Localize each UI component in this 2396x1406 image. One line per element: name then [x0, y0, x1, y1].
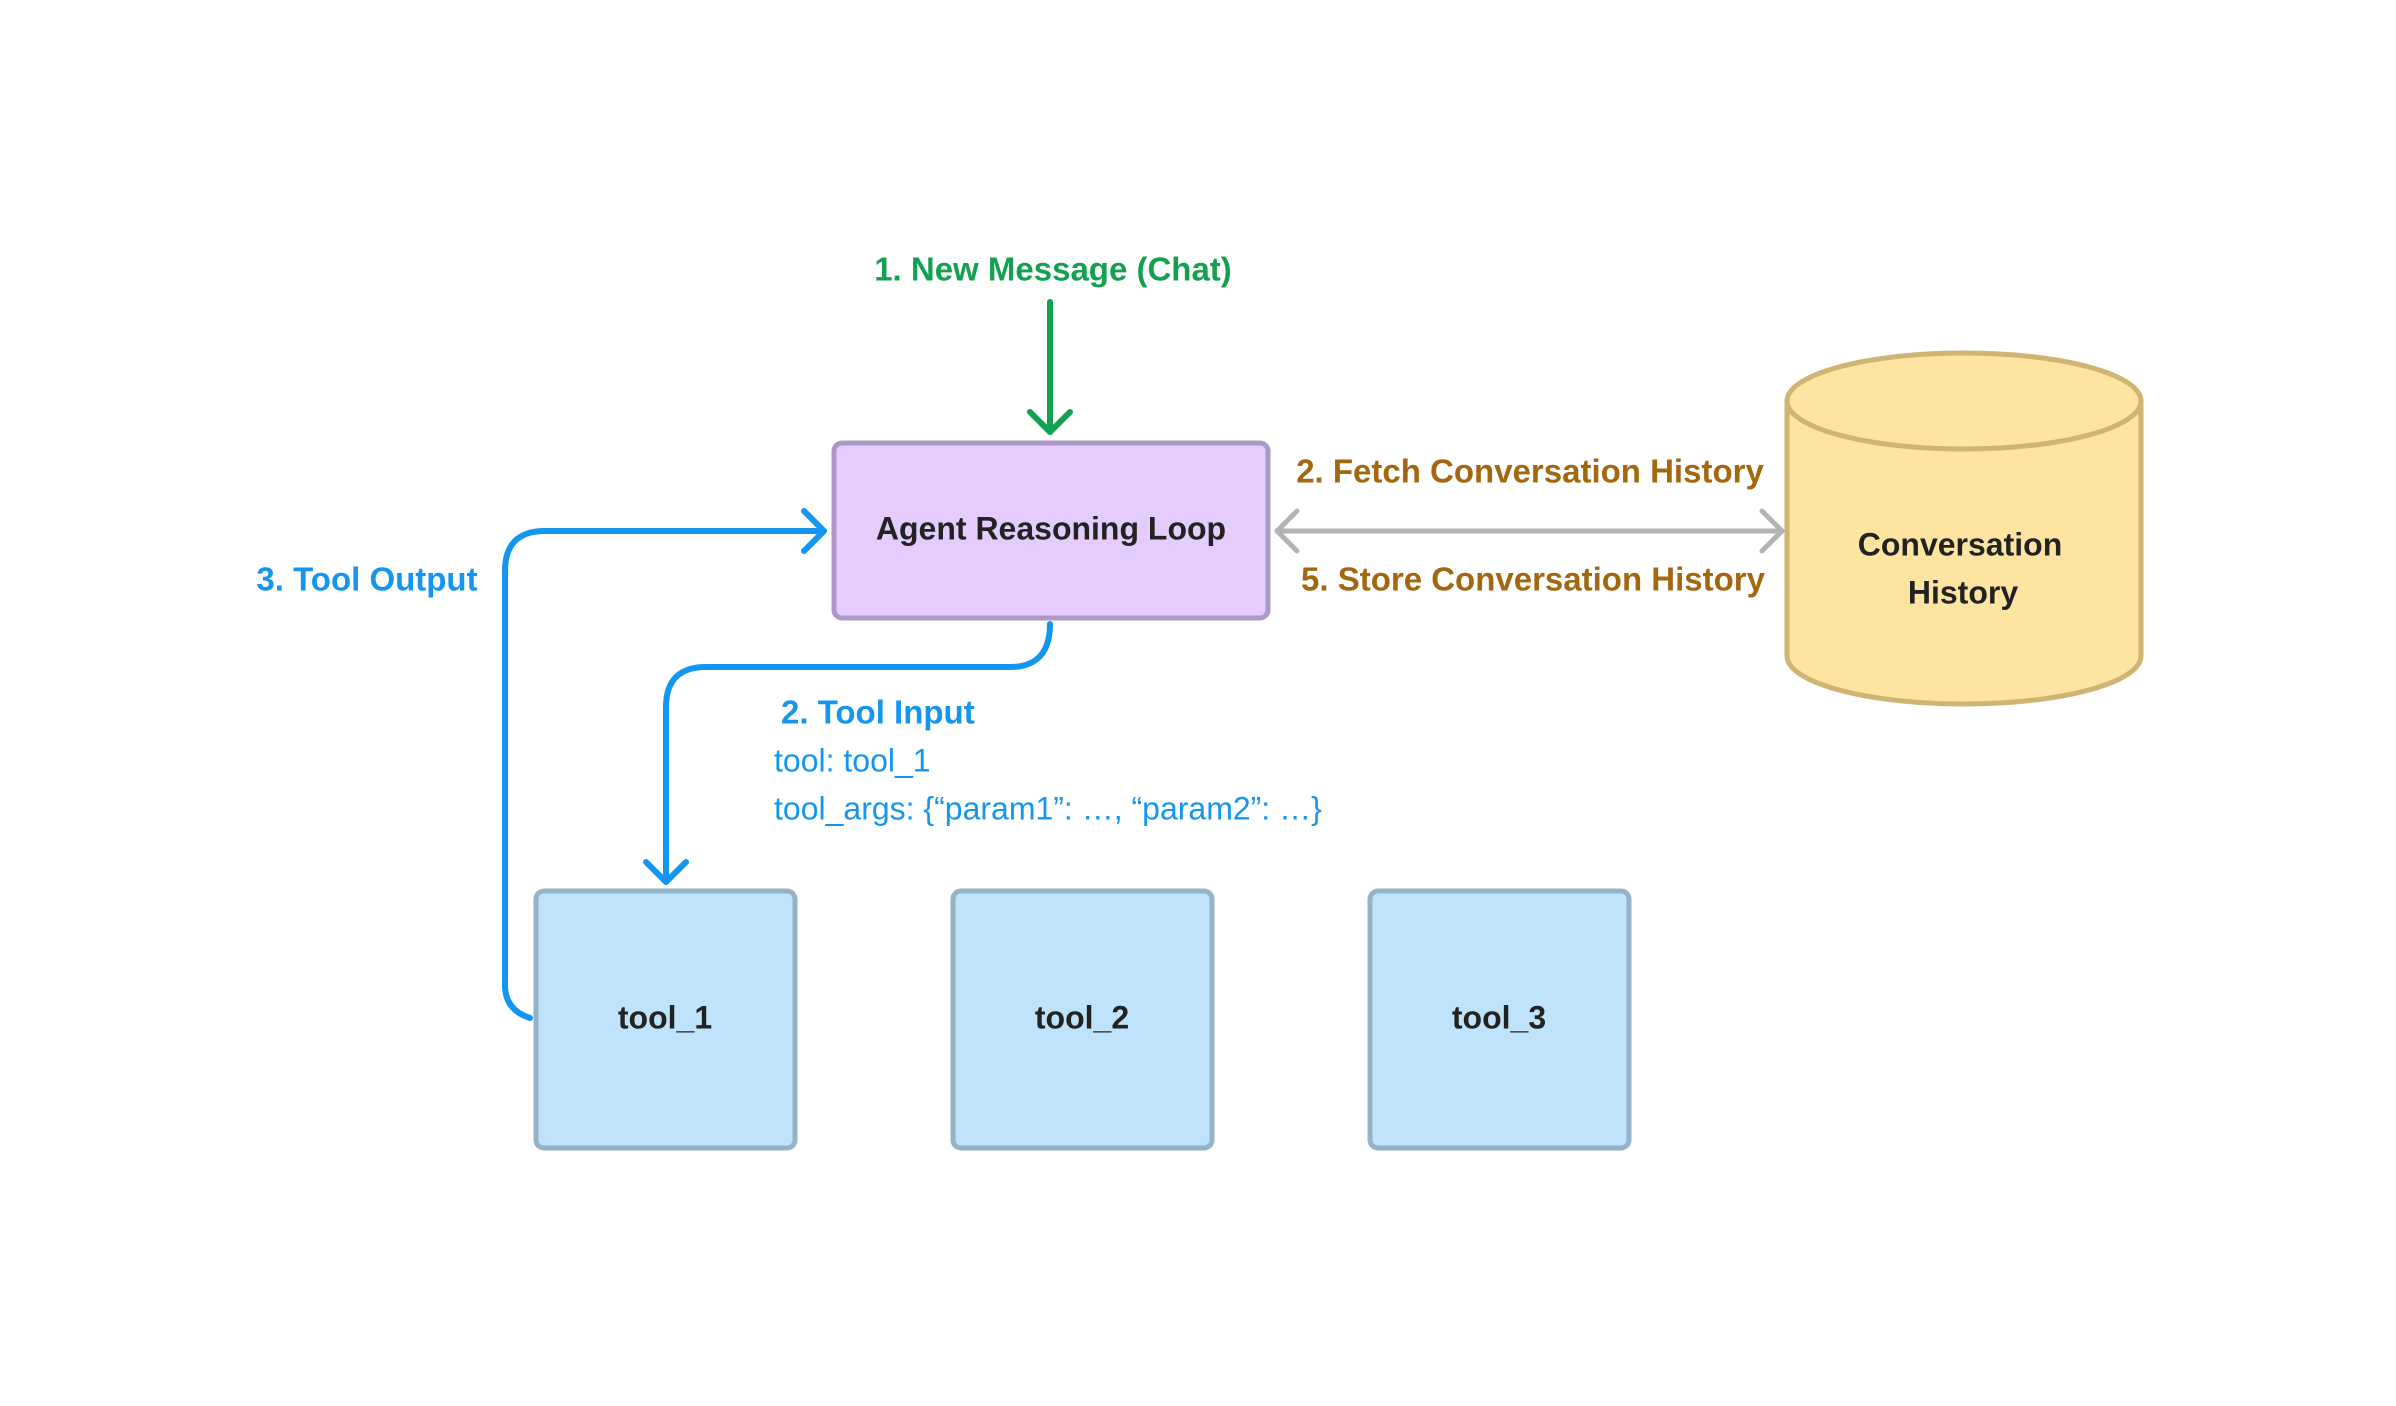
tool-2-label: tool_2 — [1035, 999, 1129, 1035]
tool-input-args-line: tool_args: {“param1”: …, “param2”: …} — [774, 790, 1322, 826]
tool-3-node[interactable]: tool_3 — [1367, 888, 1632, 1151]
tool-1-node[interactable]: tool_1 — [533, 888, 798, 1151]
agent-label: Agent Reasoning Loop — [876, 510, 1226, 546]
conversation-history-database[interactable]: Conversation History — [1784, 350, 2144, 707]
tool-input-arrow — [643, 621, 1053, 885]
tool-output-label: 3. Tool Output — [256, 561, 477, 598]
tool-input-label: 2. Tool Input — [781, 694, 975, 731]
tool-2-node[interactable]: tool_2 — [950, 888, 1215, 1151]
history-label-line2: History — [1908, 574, 2018, 610]
tool-3-label: tool_3 — [1452, 999, 1546, 1035]
new-message-arrow — [1027, 299, 1073, 435]
tool-1-label: tool_1 — [618, 999, 712, 1035]
tool-input-tool-line: tool: tool_1 — [774, 742, 931, 778]
tool-output-arrow — [502, 508, 827, 1021]
agent-reasoning-loop-node[interactable]: Agent Reasoning Loop — [831, 440, 1271, 621]
new-message-label: 1. New Message (Chat) — [874, 251, 1232, 288]
fetch-history-label: 2. Fetch Conversation History — [1296, 453, 1764, 490]
store-history-label: 5. Store Conversation History — [1301, 561, 1766, 598]
history-label-line1: Conversation — [1858, 526, 2062, 562]
history-bidirectional-arrow — [1274, 508, 1785, 554]
